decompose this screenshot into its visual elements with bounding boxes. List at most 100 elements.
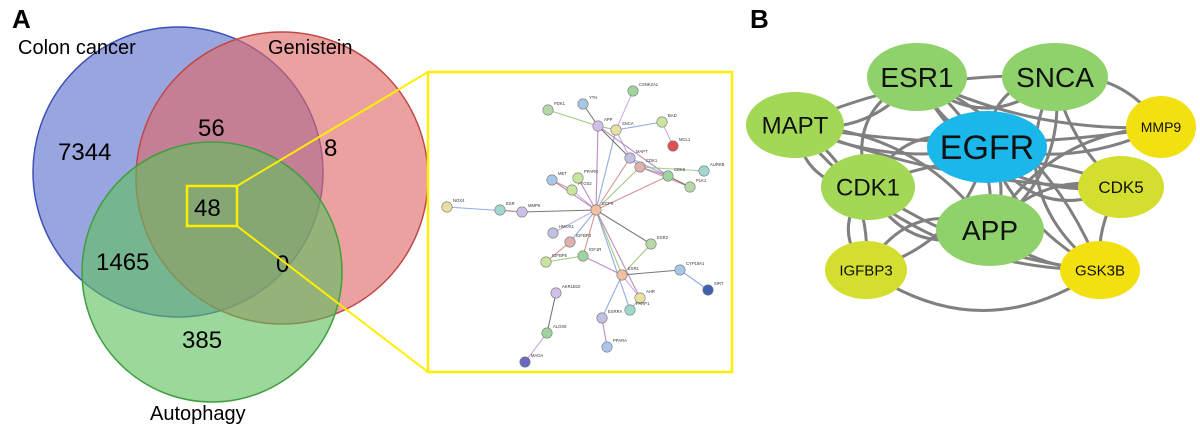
ppi-node: CDK1: [634, 158, 658, 173]
ppi-node-label: ESR: [506, 201, 515, 206]
ppi-node-label: AKR1B10: [562, 284, 581, 289]
network-node-label: MAPT: [762, 113, 829, 140]
network-node-label: APP: [962, 215, 1018, 246]
ppi-edge: [595, 125, 599, 211]
network-node-shape: [936, 194, 1044, 266]
ppi-node-label: HMOX1: [559, 224, 575, 229]
ppi-node-label: YTH: [589, 95, 597, 100]
ppi-node: IGF1R: [577, 247, 601, 262]
ppi-node-marker: [656, 116, 668, 128]
ppi-node: EGFR: [590, 201, 614, 216]
ppi-node: YTH: [577, 95, 597, 110]
ppi-node: IGFBP5: [540, 253, 568, 268]
ppi-edge: [679, 269, 709, 291]
ppi-node-marker: [616, 269, 628, 281]
ppi-node-label: ALOX5: [553, 324, 567, 329]
ppi-node: HMOX1: [547, 224, 575, 239]
ppi-node: SIRT: [702, 281, 724, 296]
venn-center-highlight-box: [185, 184, 239, 228]
ppi-node: AKR1B10: [550, 284, 581, 299]
network-node-shape: [1078, 156, 1164, 218]
ppi-node-marker: [592, 120, 604, 132]
venn-label-genistein: Genistein: [268, 37, 353, 59]
ppi-node-label: ESRRA: [608, 309, 623, 314]
network-node-cdk1: CDK1: [821, 154, 915, 220]
ppi-node-marker: [546, 174, 558, 186]
ppi-edge: [629, 157, 669, 177]
ppi-node: ESRRA: [596, 309, 623, 324]
ppi-node-label: MAOA: [531, 353, 544, 358]
ppi-edge: [582, 255, 623, 276]
ppi-node-marker: [596, 312, 608, 324]
ppi-node: ESR: [494, 201, 515, 216]
ppi-node-marker: [610, 124, 622, 136]
panel-b-letter: B: [750, 4, 769, 34]
network-node-mmp9: MMP9: [1126, 96, 1196, 158]
ppi-node-marker: [547, 227, 559, 239]
venn-region-colon-autophagy: 1465: [96, 249, 149, 276]
ppi-edge: [595, 209, 623, 276]
ppi-edge: [521, 209, 597, 213]
ppi-node: SNCA: [610, 121, 634, 136]
ppi-node: AURKB: [698, 162, 725, 177]
ppi-node-marker: [577, 250, 589, 262]
ppi-node: CSNK2A1: [627, 82, 659, 97]
ppi-node-marker: [667, 140, 679, 152]
zoom-connector-bottom: [236, 225, 429, 373]
ppi-node-marker: [540, 256, 552, 268]
zoom-connector-top: [236, 71, 429, 187]
ppi-node-label: PPARA: [613, 338, 627, 343]
venn-region-all-three: 48: [194, 195, 221, 222]
ppi-node-label: CDK5: [674, 167, 686, 172]
ppi-node-marker: [550, 287, 562, 299]
ppi-node-marker: [624, 152, 636, 164]
ppi-edge: [621, 269, 681, 276]
network-node-shape: [927, 111, 1047, 183]
ppi-node: APP: [592, 117, 613, 132]
ppi-node-marker: [662, 170, 674, 182]
ppi-edge: [546, 292, 557, 334]
ppi-edge: [595, 209, 631, 311]
ppi-edge: [595, 209, 652, 245]
ppi-node-marker: [572, 172, 584, 184]
ppi-node-marker: [627, 85, 639, 97]
ppi-node-label: CSNK2A1: [639, 82, 659, 87]
ppi-edge: [597, 125, 631, 159]
venn-region-genistein-only: 8: [324, 135, 337, 162]
panel-a-letter: A: [12, 4, 31, 34]
ppi-node-marker: [542, 104, 554, 116]
ppi-node: MAOA: [519, 353, 544, 368]
ppi-node-label: PDK1: [554, 101, 566, 106]
ppi-edge: [569, 209, 597, 243]
venn-label-autophagy: Autophagy: [150, 403, 246, 425]
ppi-node: PPARG: [572, 169, 598, 184]
ppi-node-marker: [601, 341, 613, 353]
ppi-node-label: MMP9: [528, 203, 541, 208]
ppi-edge: [595, 209, 641, 299]
ppi-node-marker: [441, 201, 453, 213]
ppi-node-label: MCL1: [679, 137, 691, 142]
ppi-node-marker: [590, 204, 602, 216]
ppi-node: PARP1: [624, 301, 650, 316]
ppi-node: ESR2: [645, 235, 669, 250]
ppi-edge: [545, 255, 584, 263]
ppi-edge: [552, 209, 597, 234]
ppi-node-label: CYP19A1: [686, 261, 705, 266]
ppi-node-marker: [634, 161, 646, 173]
venn-region-autophagy-only: 385: [182, 327, 222, 354]
ppi-node-label: PLK1: [696, 178, 707, 183]
network-node-igfbp3: IGFBP3: [825, 241, 907, 299]
network-node-label: ESR1: [880, 62, 953, 93]
ppi-edge: [547, 109, 599, 127]
venn-diagram: Colon cancer Genistein Autophagy 7344 56…: [18, 26, 429, 425]
network-node-mapt: MAPT: [746, 92, 844, 158]
ppi-node-label: CDK1: [646, 158, 658, 163]
ppi-node-label: NOX4: [453, 198, 465, 203]
network-node-label: CDK5: [1098, 178, 1143, 197]
ppi-node-label: BAD: [668, 113, 677, 118]
ppi-edge: [601, 274, 623, 319]
ppi-edge: [582, 209, 597, 257]
network-node-shape: [1002, 43, 1108, 111]
venn-label-colon-cancer: Colon cancer: [18, 37, 136, 59]
